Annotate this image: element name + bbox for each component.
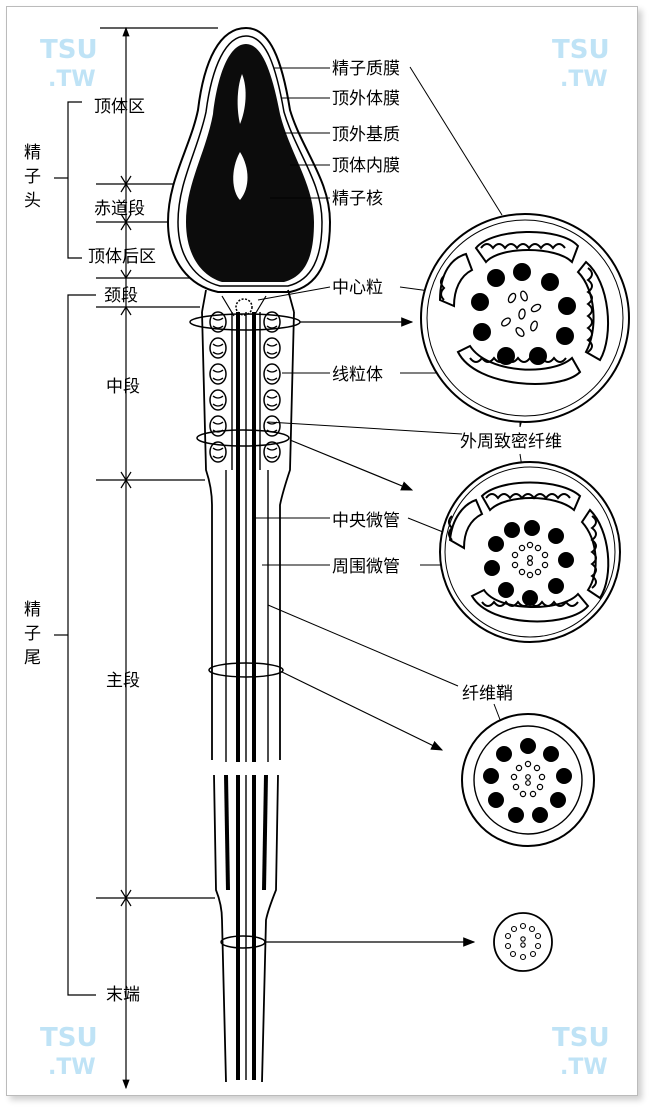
nucleus bbox=[186, 44, 314, 282]
watermark-top-left: TSU .TW bbox=[40, 35, 98, 92]
tail-outline bbox=[201, 311, 295, 1083]
mitochondria-column-left bbox=[209, 311, 227, 463]
mitochondria-column-right bbox=[263, 311, 281, 463]
cross-section-end-piece bbox=[493, 912, 553, 972]
label-sperm-tail: 精子尾 bbox=[24, 600, 41, 668]
label-outer-dense-fibers: 外周致密纤维 bbox=[460, 432, 562, 452]
label-central-microtubules: 中央微管 bbox=[332, 511, 400, 531]
cross-section-principal-lower bbox=[461, 713, 595, 847]
watermark-top-right: TSU .TW bbox=[552, 35, 610, 92]
label-principal-piece: 主段 bbox=[106, 671, 140, 691]
section-rings bbox=[189, 313, 301, 949]
svg-text:TSU: TSU bbox=[552, 35, 610, 65]
svg-text:.TW: .TW bbox=[560, 1055, 608, 1080]
mitochondria-cristae bbox=[212, 317, 278, 459]
sperm-head bbox=[166, 26, 332, 293]
cross-section-middle-piece bbox=[420, 213, 630, 423]
label-sperm-head: 精子头 bbox=[24, 143, 41, 211]
label-outer-acrosomal-membrane: 顶外体膜 bbox=[332, 89, 400, 109]
svg-text:TSU: TSU bbox=[40, 1023, 98, 1053]
svg-text:.TW: .TW bbox=[560, 67, 608, 92]
label-postacrosomal-region: 顶体后区 bbox=[88, 247, 156, 267]
section-arrows bbox=[265, 317, 476, 947]
label-plasma-membrane: 精子质膜 bbox=[332, 59, 400, 79]
segment-scale bbox=[96, 26, 218, 1090]
label-equatorial-segment: 赤道段 bbox=[94, 199, 145, 219]
label-acrosome-region: 顶体区 bbox=[94, 97, 145, 117]
label-inner-acrosomal-membrane: 顶体内膜 bbox=[332, 156, 400, 176]
head-bracket bbox=[54, 101, 82, 259]
label-end-piece: 末端 bbox=[106, 985, 140, 1005]
svg-text:TSU: TSU bbox=[40, 35, 98, 65]
nucleus-vacuole-1 bbox=[237, 74, 246, 124]
svg-text:.TW: .TW bbox=[48, 67, 96, 92]
label-neck: 颈段 bbox=[104, 286, 138, 306]
label-fibrous-sheath: 纤维鞘 bbox=[462, 684, 513, 704]
watermark-bottom-right: TSU .TW bbox=[552, 1023, 610, 1080]
label-acrosomal-matrix: 顶外基质 bbox=[332, 125, 400, 145]
label-nucleus: 精子核 bbox=[332, 189, 383, 209]
label-mitochondria: 线粒体 bbox=[332, 365, 383, 385]
svg-text:.TW: .TW bbox=[48, 1055, 96, 1080]
tail-bracket bbox=[54, 294, 96, 996]
centriole-ring bbox=[235, 298, 253, 316]
label-middle-piece: 中段 bbox=[106, 377, 140, 397]
watermark-bottom-left: TSU .TW bbox=[40, 1023, 98, 1080]
svg-text:TSU: TSU bbox=[552, 1023, 610, 1053]
label-centriole: 中心粒 bbox=[332, 278, 383, 298]
nucleus-vacuole-2 bbox=[233, 152, 248, 200]
cross-section-principal-upper bbox=[439, 461, 621, 643]
label-peripheral-microtubules: 周围微管 bbox=[332, 557, 400, 577]
axoneme bbox=[224, 312, 269, 1080]
